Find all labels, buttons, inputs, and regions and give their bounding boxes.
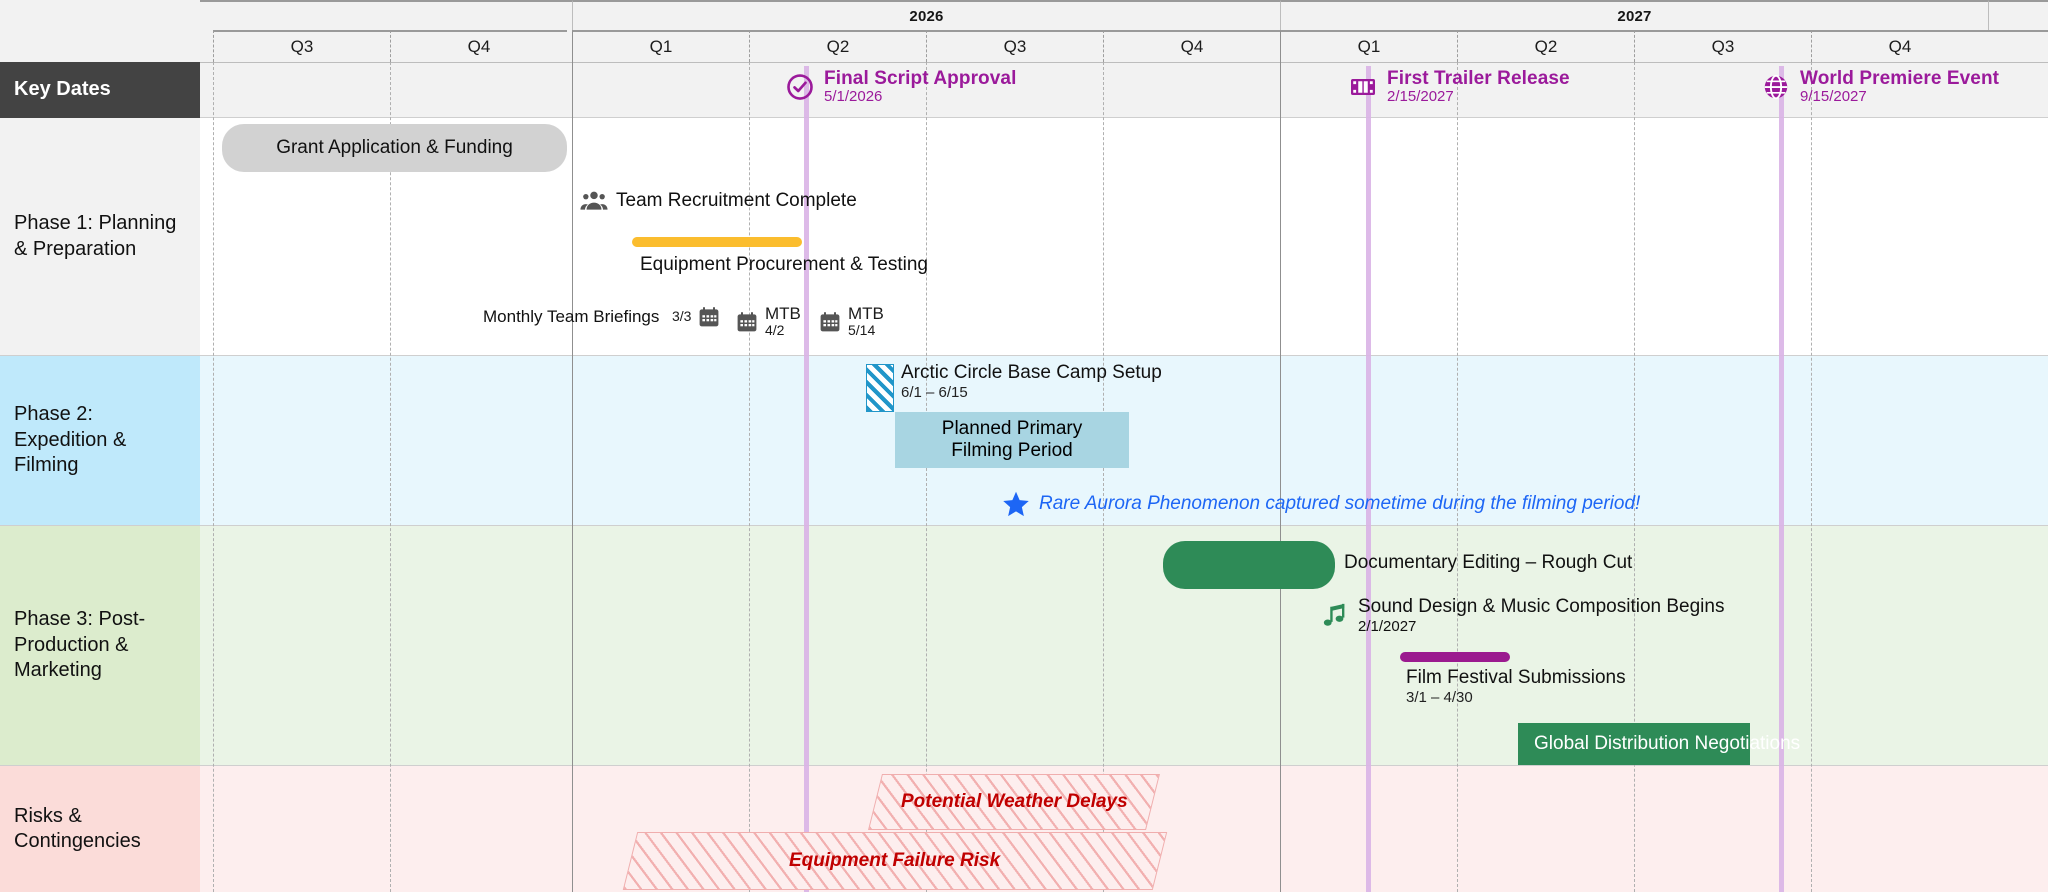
quarter-cell-4: Q3 (926, 30, 1103, 62)
quarter-cell-tail (1988, 30, 2048, 62)
star-icon (1001, 489, 1031, 519)
row-label-phase-2-text: Phase 2: Expedition & Filming (14, 403, 127, 477)
header-blank-corner (0, 0, 200, 62)
row-label-phase-1: Phase 1: Planning & Preparation (0, 118, 200, 356)
task-bar-filming-line1: Planned Primary (941, 417, 1083, 439)
quarter-cell-7: Q2 (1457, 30, 1634, 62)
briefing-label: MTB (848, 304, 884, 323)
people-icon (580, 187, 608, 215)
music-note-icon (1320, 601, 1350, 631)
task-label-documentary-editing-text: Documentary Editing – Rough Cut (1344, 552, 1633, 573)
task-bar-grant-application[interactable]: Grant Application & Funding (222, 124, 567, 172)
task-label-arctic-base-camp-date: 6/1 – 6/15 (901, 383, 968, 401)
task-label-arctic-base-camp: Arctic Circle Base Camp Setup 6/1 – 6/15 (901, 362, 1162, 401)
key-date-title: First Trailer Release (1387, 68, 1570, 89)
task-bar-grant-application-label: Grant Application & Funding (276, 137, 513, 158)
row-label-key-dates-text: Key Dates (14, 78, 111, 101)
row-label-phase-1-text: Phase 1: Planning & Preparation (14, 212, 177, 260)
lane-key-dates (200, 62, 2048, 118)
task-bar-global-distribution-label: Global Distribution Negotiations (1534, 733, 1801, 754)
milestone-sound-design[interactable]: Sound Design & Music Composition Begins … (1320, 596, 1725, 635)
key-date-date: 9/15/2027 (1800, 88, 1867, 106)
row-label-phase-2: Phase 2: Expedition & Filming (0, 356, 200, 526)
risk-bar-equipment-failure-risk-label: Equipment Failure Risk (789, 850, 1001, 871)
milestone-sound-design-label: Sound Design & Music Composition Begins (1358, 596, 1725, 617)
calendar-icon (697, 305, 721, 329)
quarter-cell-6: Q1 (1280, 30, 1457, 62)
task-label-film-festival-submissions: Film Festival Submissions 3/1 – 4/30 (1406, 667, 1626, 706)
briefing-marker-1[interactable]: MTB 4/2 (735, 304, 801, 339)
quarter-cell-3: Q2 (749, 30, 926, 62)
year-cell-2027: 2027 (1280, 0, 1988, 30)
annotation-aurora-text: Rare Aurora Phenomenon captured sometime… (1039, 493, 1641, 514)
label-monthly-team-briefings-text: Monthly Team Briefings (483, 307, 660, 326)
key-date-date: 5/1/2026 (824, 88, 883, 106)
row-label-key-dates: Key Dates (0, 62, 200, 118)
briefing-label: MTB (765, 304, 801, 323)
milestone-team-recruitment-complete[interactable]: Team Recruitment Complete (580, 187, 857, 215)
task-bar-planned-filming-period[interactable]: Planned Primary Filming Period (895, 412, 1129, 468)
task-bar-documentary-editing[interactable] (1163, 541, 1335, 589)
key-date-title: World Premiere Event (1800, 68, 2000, 89)
globe-icon (1761, 72, 1791, 102)
task-label-film-festival-date: 3/1 – 4/30 (1406, 688, 1473, 706)
row-label-phase-3: Phase 3: Post-Production & Marketing (0, 526, 200, 766)
task-label-documentary-editing: Documentary Editing – Rough Cut (1344, 552, 1632, 574)
milestone-team-recruitment-label: Team Recruitment Complete (616, 189, 857, 211)
briefing-date: 5/14 (848, 322, 876, 339)
row-label-phase-3-text: Phase 3: Post-Production & Marketing (14, 608, 146, 682)
task-bar-filming-line2: Filming Period (951, 440, 1073, 461)
check-circle-icon (785, 72, 815, 102)
milestone-line-world-premiere-event (1779, 66, 1784, 892)
quarter-cell-5: Q4 (1103, 30, 1280, 62)
quarter-cell-8: Q3 (1634, 30, 1811, 62)
row-label-risks: Risks & Contingencies (0, 766, 200, 892)
briefing-date: 3/3 (672, 308, 692, 325)
key-date-world-premiere-event[interactable]: World Premiere Event 9/15/2027 (1761, 68, 1999, 106)
key-date-first-trailer-release[interactable]: First Trailer Release 2/15/2027 (1348, 68, 1570, 106)
quarter-cell-0: Q3 (213, 30, 390, 62)
calendar-icon (818, 310, 842, 334)
key-date-final-script-approval[interactable]: Final Script Approval 5/1/2026 (785, 68, 1016, 106)
year-cell-2026: 2026 (572, 0, 1280, 30)
key-date-title: Final Script Approval (824, 68, 1017, 89)
label-monthly-team-briefings: Monthly Team Briefings (483, 307, 659, 327)
risk-bar-potential-weather-delays-label: Potential Weather Delays (900, 791, 1128, 812)
task-bar-arctic-base-camp[interactable] (866, 364, 894, 412)
briefing-marker-0[interactable]: 3/3 (672, 305, 721, 329)
briefing-date: 4/2 (765, 322, 785, 339)
lane-phase-3 (200, 526, 2048, 766)
task-label-arctic-base-camp-text: Arctic Circle Base Camp Setup (901, 362, 1162, 383)
annotation-aurora: Rare Aurora Phenomenon captured sometime… (1001, 489, 1640, 519)
task-label-film-festival-text: Film Festival Submissions (1406, 667, 1626, 688)
quarter-cell-9: Q4 (1811, 30, 1988, 62)
task-bar-equipment-procurement[interactable] (632, 237, 802, 247)
risk-bar-equipment-failure-risk[interactable]: Equipment Failure Risk (622, 832, 1168, 890)
row-label-risks-text: Risks & Contingencies (14, 804, 141, 852)
quarter-cell-2: Q1 (572, 30, 749, 62)
milestone-sound-design-date: 2/1/2027 (1358, 617, 1417, 635)
task-bar-film-festival-submissions[interactable] (1400, 652, 1510, 662)
milestone-line-final-script-approval (804, 66, 809, 892)
task-label-equipment-procurement: Equipment Procurement & Testing (640, 254, 928, 276)
task-bar-global-distribution[interactable]: Global Distribution Negotiations (1518, 723, 1800, 765)
key-date-date: 2/15/2027 (1387, 88, 1454, 106)
quarter-cell-1: Q4 (390, 30, 567, 62)
task-label-equipment-procurement-text: Equipment Procurement & Testing (640, 254, 928, 275)
milestone-line-first-trailer-release (1366, 66, 1371, 892)
year-cell-tail (1988, 0, 2048, 30)
calendar-icon (735, 310, 759, 334)
year-cell-blank (200, 0, 572, 30)
film-strip-icon (1348, 72, 1378, 102)
risk-bar-potential-weather-delays[interactable]: Potential Weather Delays (868, 774, 1160, 830)
briefing-marker-2[interactable]: MTB 5/14 (818, 304, 884, 339)
